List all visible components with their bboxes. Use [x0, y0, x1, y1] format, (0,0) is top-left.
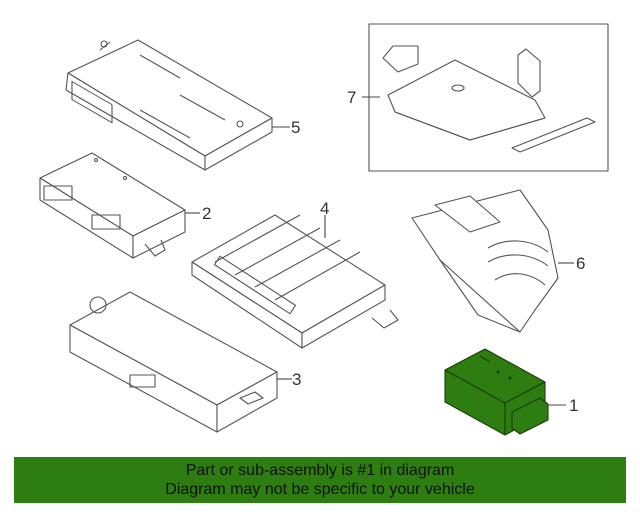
banner-line-2: Diagram may not be specific to your vehi… [165, 481, 475, 498]
callout-3: 3 [292, 370, 301, 389]
part-6-bracket[interactable] [411, 189, 559, 333]
callout-6: 6 [576, 254, 585, 273]
info-banner: Part or sub-assembly is #1 in diagram Di… [14, 457, 626, 503]
callout-4: 4 [320, 199, 329, 218]
callout-2: 2 [202, 204, 211, 223]
callout-5: 5 [291, 118, 300, 137]
callout-1: 1 [569, 396, 578, 415]
part-7-cover-set-box[interactable] [368, 23, 609, 172]
part-1-control-module[interactable] [444, 348, 549, 436]
parts-diagram: 5 2 4 3 6 7 1 [39, 23, 609, 436]
part-2-control-module[interactable] [39, 152, 186, 259]
callout-7: 7 [347, 88, 356, 107]
part-4-control-module[interactable] [191, 214, 399, 349]
part-5-control-module[interactable] [65, 39, 273, 171]
part-3-control-module[interactable] [69, 291, 278, 433]
banner-line-1: Part or sub-assembly is #1 in diagram [185, 462, 455, 479]
